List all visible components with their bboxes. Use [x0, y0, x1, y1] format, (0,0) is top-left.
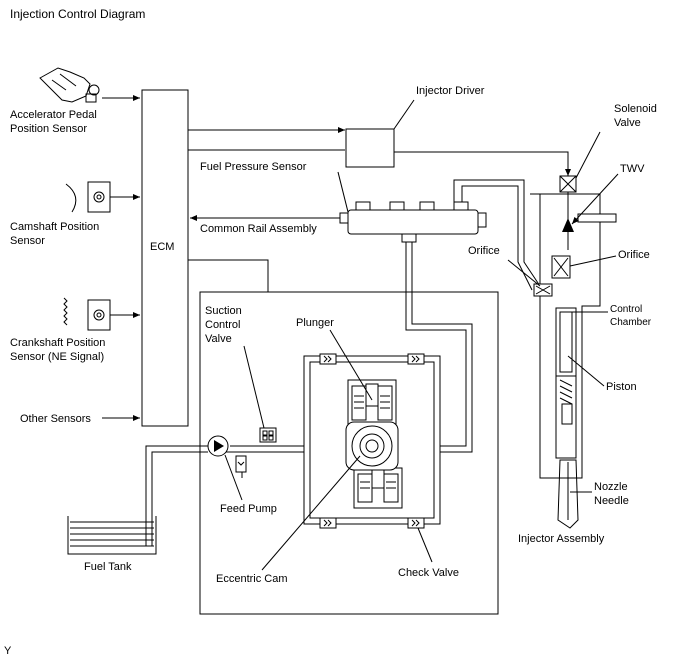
driver-to-solenoid-line: [394, 151, 571, 176]
plunger-leader: [329, 329, 373, 401]
eccentric-cam-leader: [261, 455, 361, 571]
orifice-right-label: Orifice: [618, 249, 650, 261]
orifice-left-label: Orifice: [468, 245, 500, 257]
rail-to-injector-pipe-a: [461, 185, 533, 291]
crankshaft-label-1: Crankshaft Position: [10, 337, 105, 349]
fuel-pressure-sensor-label: Fuel Pressure Sensor: [200, 161, 307, 173]
common-rail: [339, 201, 487, 243]
feed-pump-leader: [224, 454, 243, 501]
injector-driver-box: [345, 128, 395, 168]
plunger-label: Plunger: [296, 317, 334, 329]
check-valve-top-right: [407, 353, 425, 365]
check-valve-top-left: [319, 353, 337, 365]
crankshaft-label-2: Sensor (NE Signal): [10, 351, 104, 363]
rail-to-injector-pipe-b: [453, 179, 541, 287]
ecm-label: ECM: [150, 241, 174, 253]
orifice-right-leader: [569, 255, 617, 267]
diagram-title: Injection Control Diagram: [10, 7, 145, 21]
feed-pump-relief-valve: [235, 455, 247, 473]
eccentric-cam-icon: [345, 421, 399, 471]
orifice-left-leader: [507, 259, 541, 287]
rail-feed-pipe-a: [405, 242, 467, 447]
tank-suction-pipe-a: [145, 445, 208, 546]
piston-leader: [567, 355, 605, 387]
piston-label: Piston: [606, 381, 637, 393]
other-sensors-label: Other Sensors: [20, 413, 91, 425]
accelerator-pedal-icon: [39, 67, 100, 103]
check-valve-bottom-right: [407, 517, 425, 529]
nozzle-needle-label-1: Nozzle: [594, 481, 628, 493]
crankshaft-sensor-icon: [63, 297, 111, 331]
feed-pump-label: Feed Pump: [220, 503, 277, 515]
injector-assembly-label: Injector Assembly: [518, 533, 605, 545]
fuel-tank-icon: [67, 516, 157, 555]
accelerator-label-2: Position Sensor: [10, 123, 87, 135]
plunger-upper: [347, 379, 397, 427]
eccentric-cam-label: Eccentric Cam: [216, 573, 288, 585]
camshaft-label-2: Sensor: [10, 235, 45, 247]
suction-control-valve-icon: [259, 427, 277, 443]
nozzle-needle-label-2: Needle: [594, 495, 629, 507]
footer-mark: Y: [4, 645, 12, 657]
injector-assembly-icon: [530, 175, 617, 529]
feed-pump-arrow: [214, 440, 224, 452]
camshaft-sensor-icon: [65, 181, 111, 213]
twv-leader: [571, 173, 619, 225]
plunger-lower: [353, 467, 403, 509]
solenoid-leader: [575, 131, 601, 179]
scv-leader: [243, 345, 265, 429]
fuel-pressure-leader: [337, 171, 349, 213]
pump-pipework: [218, 355, 441, 525]
control-chamber-label-2: Chamber: [610, 317, 652, 328]
check-valve-label: Check Valve: [398, 567, 459, 579]
ecm-box: [141, 89, 189, 427]
solenoid-label-1: Solenoid: [614, 103, 657, 115]
check-valve-bottom-left: [319, 517, 337, 529]
scv-label-1: Suction: [205, 305, 242, 317]
rail-feed-pipe-b: [411, 242, 473, 453]
accelerator-label-1: Accelerator Pedal: [10, 109, 97, 121]
injector-driver-label: Injector Driver: [416, 85, 485, 97]
control-chamber-label-1: Control: [610, 304, 642, 315]
scv-label-2: Control: [205, 319, 240, 331]
solenoid-label-2: Valve: [614, 117, 641, 129]
fuel-tank-label: Fuel Tank: [84, 561, 132, 573]
check-valve-leader: [417, 527, 433, 563]
common-rail-label: Common Rail Assembly: [200, 223, 317, 235]
camshaft-label-1: Camshaft Position: [10, 221, 99, 233]
twv-label: TWV: [620, 163, 645, 175]
tank-suction-pipe-b: [151, 451, 208, 546]
injector-driver-leader: [393, 99, 415, 130]
scv-label-3: Valve: [205, 333, 232, 345]
